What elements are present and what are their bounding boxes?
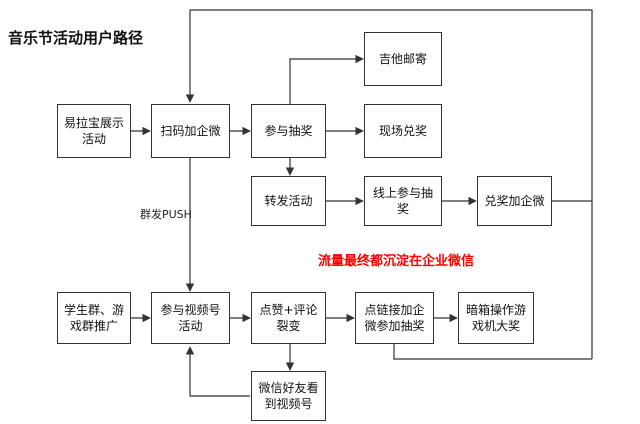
- node-easy-expo: 易拉宝展示活动: [57, 104, 131, 158]
- node-prize-wecom: 兑奖加企微: [477, 176, 552, 226]
- node-like-comment: 点赞+评论裂变: [251, 292, 326, 344]
- push-label: 群发PUSH: [140, 208, 192, 221]
- node-guitar-mail: 吉他邮寄: [364, 32, 442, 86]
- node-mystery-box: 暗箱操作游戏机大奖: [458, 292, 534, 344]
- edge-friends-to-video: [185, 346, 250, 397]
- highlight-note: 流量最终都沉淀在企业微信: [318, 254, 475, 269]
- edge-loop-to-scan: [185, 9, 593, 359]
- node-video-channel: 参与视频号活动: [151, 292, 230, 344]
- node-online-lottery: 线上参与抽奖: [364, 176, 442, 226]
- node-link-wecom: 点链接加企微参加抽奖: [355, 292, 434, 344]
- node-forward: 转发活动: [251, 176, 326, 226]
- edge-link-to-right: [393, 344, 592, 360]
- node-onsite-prize: 现场兑奖: [364, 104, 442, 158]
- node-join-lottery: 参与抽奖: [251, 104, 326, 158]
- node-friends-view: 微信好友看到视频号: [251, 371, 326, 421]
- diagram-title: 音乐节活动用户路径: [8, 29, 144, 47]
- node-scan-wecom: 扫码加企微: [151, 104, 230, 158]
- node-student-groups: 学生群、游戏群推广: [57, 292, 131, 344]
- edge-lottery-to-guitar: [289, 54, 364, 104]
